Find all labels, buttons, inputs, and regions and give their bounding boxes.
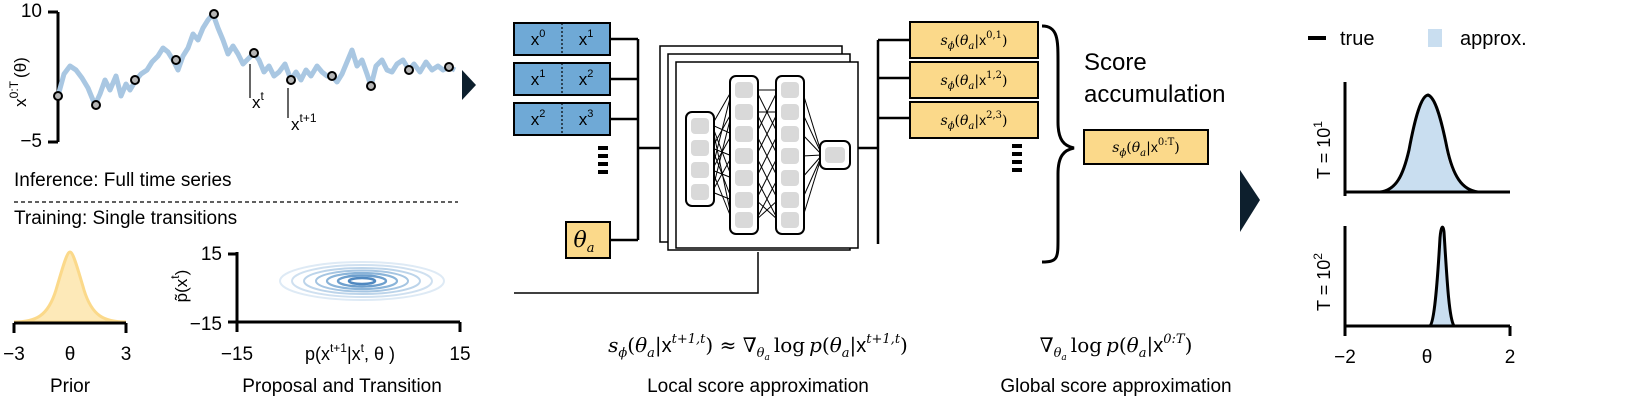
network-output-node (819, 140, 851, 170)
proposal-ylabel: p̃(xt) (168, 270, 191, 303)
ts-line (55, 11, 457, 108)
ts-ylabel: x0:T(θ) (7, 57, 30, 107)
network-layer-2 (729, 75, 759, 235)
legend-true-label: true (1340, 28, 1374, 50)
prior-tick-right: 3 (121, 344, 132, 365)
curly-brace-icon (1041, 24, 1075, 264)
posterior-tick-right: 2 (1505, 347, 1516, 368)
arrow-right-icon (462, 70, 476, 100)
network-layer-1 (685, 111, 715, 207)
proposal-xtick-left: −15 (221, 344, 253, 365)
training-label: Training: Single transitions (14, 208, 237, 229)
score-accumulation-line2: accumulation (1084, 81, 1225, 108)
inference-label: Inference: Full time series (14, 170, 232, 191)
svg-text:x0:T(θ): x0:T(θ) (7, 57, 30, 107)
legend-approx-label: approx. (1460, 28, 1527, 50)
posterior-panel-top: T = 101 (1311, 82, 1510, 196)
posterior-tick-left: −2 (1334, 347, 1356, 368)
proposal-panel: 15 −15 p̃(xt) −15 15 p(xt+1|xt, θ ) Prop… (168, 244, 471, 397)
legend-approx-swatch (1428, 29, 1442, 47)
svg-text:sϕ(θa|x0,1): sϕ(θa|x0,1) (941, 30, 1008, 52)
proposal-contours (279, 261, 445, 301)
label-xt: xt (252, 89, 265, 112)
global-score-caption: Global score approximation (1000, 376, 1231, 397)
prior-density (13, 250, 127, 324)
svg-text:x2: x2 (531, 108, 546, 129)
posterior-panel-bottom: T = 102 −2 θ 2 (1311, 225, 1516, 368)
approx-density-top (1345, 94, 1510, 192)
posterior-legend: true approx. (1308, 28, 1527, 50)
arrow-right-icon-2 (1240, 170, 1260, 232)
posterior-ylabel-top: T = 101 (1311, 121, 1334, 179)
prior-panel: −3 θ 3 Prior (3, 250, 132, 397)
proposal-ytick-top: 15 (201, 244, 222, 265)
posterior-tick-theta: θ (1422, 347, 1433, 368)
output-score-0: sϕ(θa|x0,1) (909, 21, 1039, 59)
input-pair-2: x2 x3 (513, 102, 611, 136)
svg-text:T = 102: T = 102 (1311, 253, 1334, 311)
svg-text:θa: θa (573, 228, 594, 256)
prior-tick-theta: θ (65, 344, 76, 365)
prior-tick-left: −3 (3, 344, 25, 365)
ts-sample-points (53, 9, 454, 110)
global-score-box: sϕ(θa|x0:T) (1083, 129, 1209, 165)
label-xt1: xt+1 (291, 111, 317, 134)
ts-ytick-bottom: −5 (20, 131, 42, 152)
input-pairs: x0 x1 x1 x2 x2 x3 θa (513, 22, 611, 259)
svg-text:sϕ(θa|x1,2): sϕ(θa|x1,2) (941, 70, 1008, 92)
svg-text:x2: x2 (579, 68, 594, 89)
local-score-caption: Local score approximation (647, 376, 869, 397)
output-scores: sϕ(θa|x0,1) sϕ(θa|x1,2) sϕ(θa|x2,3) (909, 21, 1039, 172)
svg-text:x3: x3 (579, 108, 594, 129)
svg-text:sϕ(θa|x0:T): sϕ(θa|x0:T) (1112, 137, 1179, 159)
svg-text:x1: x1 (579, 28, 594, 49)
training-loop-line (514, 252, 759, 294)
approx-density-bottom (1345, 227, 1510, 326)
proposal-xlabel: p(xt+1|xt, θ ) (305, 341, 395, 364)
network-edges (711, 89, 823, 221)
score-accumulation-line1: Score (1084, 49, 1147, 76)
true-density-bottom (1345, 225, 1510, 328)
input-connectors (610, 37, 660, 242)
ellipsis-icon-2 (1012, 144, 1022, 172)
neural-network (659, 45, 859, 251)
prior-caption: Prior (50, 376, 91, 397)
output-connectors (858, 38, 910, 244)
theta-input: θa (565, 221, 611, 259)
ts-ytick-top: 10 (21, 1, 42, 22)
proposal-ytick-bottom: −15 (190, 314, 222, 335)
svg-text:sϕ(θa|x2,3): sϕ(θa|x2,3) (941, 110, 1008, 132)
proposal-caption: Proposal and Transition (242, 376, 442, 397)
input-pair-1: x1 x2 (513, 62, 611, 96)
posterior-ylabel-bottom: T = 102 (1311, 253, 1334, 311)
output-score-2: sϕ(θa|x2,3) (909, 101, 1039, 139)
svg-text:x1: x1 (531, 68, 546, 89)
input-pair-0: x0 x1 (513, 22, 611, 56)
time-series-panel: 10 −5 x0:T(θ) xt xt+1 (7, 1, 457, 152)
proposal-xtick-right: 15 (449, 344, 470, 365)
svg-text:x0: x0 (531, 28, 546, 49)
svg-text:p̃(xt): p̃(xt) (168, 270, 191, 303)
svg-text:T = 101: T = 101 (1311, 121, 1334, 179)
network-layer-3 (775, 75, 805, 235)
output-score-1: sϕ(θa|x1,2) (909, 61, 1039, 99)
true-density-top (1345, 93, 1510, 194)
ellipsis-icon (598, 146, 608, 174)
